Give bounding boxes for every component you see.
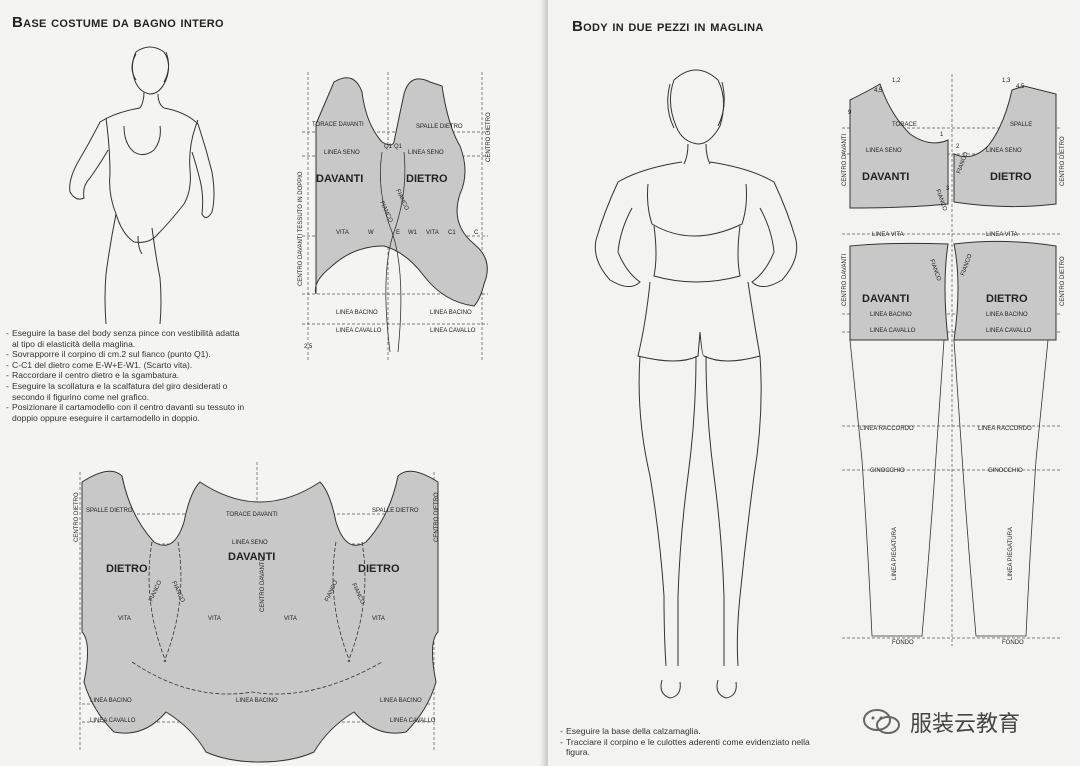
label-vita-1: VITA <box>336 230 349 236</box>
label-spalle-dietro: SPALLE DIETRO <box>416 124 463 130</box>
label-dietro: DIETRO <box>406 173 448 185</box>
label-centro-davanti-b: CENTRO DAVANTI <box>260 560 266 612</box>
label-linea-raccordo-1: LINEA RACCORDO <box>860 426 914 432</box>
swimsuit-pattern-single: TORACE DAVANTI SPALLE DIETRO LINEA SENO … <box>298 72 492 362</box>
label-r-dietro-2: DIETRO <box>986 293 1028 305</box>
label-n45b: 4,5 <box>1016 84 1025 90</box>
label-ginocchio-2: GINOCCHIO <box>988 468 1023 474</box>
label-linea-bacino-1: LINEA BACINO <box>336 310 378 316</box>
label-vita-2: VITA <box>426 230 439 236</box>
label-fondo-2: FONDO <box>1002 640 1024 646</box>
label-centro-davanti: CENTRO DAVANTI TESSUTO IN DOPPIO <box>298 171 304 286</box>
label-vita-b3: VITA <box>284 616 297 622</box>
instruction-item: Sovrapporre il corpino di cm.2 sul fianc… <box>6 349 246 360</box>
wechat-icon <box>863 709 900 734</box>
label-r-davanti-2: DAVANTI <box>862 293 909 305</box>
label-r-dietro-1: DIETRO <box>990 171 1032 183</box>
label-davanti-b: DAVANTI <box>228 551 275 563</box>
label-e: E <box>396 230 400 236</box>
left-instructions: Eseguire la base del body senza pince co… <box>6 328 246 423</box>
label-centro-dietro-b1: CENTRO DIETRO <box>74 492 80 542</box>
label-linea-bacino-b3: LINEA BACINO <box>380 698 422 704</box>
label-davanti: DAVANTI <box>316 173 363 185</box>
label-q1-a: Q1 <box>384 144 393 150</box>
label-w1: W1 <box>408 230 418 236</box>
label-torace-davanti-b: TORACE DAVANTI <box>226 512 278 518</box>
swimsuit-figure-illustration <box>69 46 215 325</box>
label-linea-cavallo-b1: LINEA CAVALLO <box>90 718 136 724</box>
left-page: Base costume da bagno intero <box>0 0 548 766</box>
label-linea-seno-1: LINEA SENO <box>324 150 360 156</box>
bodysuit-pattern: TORACE SPALLE LINEA SENO LINEA SENO DAVA… <box>842 74 1066 646</box>
right-instructions: Eseguire la base della calzamaglia. Trac… <box>560 726 830 758</box>
swimsuit-pattern-opened: SPALLE DIETRO SPALLE DIETRO TORACE DAVAN… <box>74 462 440 763</box>
label-n1: 1 <box>940 132 944 138</box>
label-spalle-dietro-2: SPALLE DIETRO <box>372 508 419 514</box>
label-r-centro-davanti-2: CENTRO DAVANTI <box>842 254 848 306</box>
label-r-linea-bacino-1: LINEA BACINO <box>870 312 912 318</box>
label-linea-bacino-b1: LINEA BACINO <box>90 698 132 704</box>
label-num-2-5: 2,5 <box>304 344 313 350</box>
instruction-item: C-C1 del dietro come E-W+E-W1. (Scarto v… <box>6 360 246 371</box>
label-centro-dietro-b2: CENTRO DIETRO <box>434 492 440 542</box>
label-n9: 9 <box>848 110 852 116</box>
label-torace: TORACE <box>892 122 917 128</box>
label-vita-b4: VITA <box>372 616 385 622</box>
instruction-item: Tracciare il corpino e le culottes adere… <box>560 737 830 758</box>
label-torace-davanti: TORACE DAVANTI <box>312 122 364 128</box>
label-linea-piegatura-2: LINEA PIEGATURA <box>1008 527 1014 580</box>
label-linea-seno-2: LINEA SENO <box>408 150 444 156</box>
label-spalle-dietro-1: SPALLE DIETRO <box>86 508 133 514</box>
label-linea-piegatura-1: LINEA PIEGATURA <box>892 527 898 580</box>
label-n12: 1,2 <box>892 78 901 84</box>
label-ginocchio-1: GINOCCHIO <box>870 468 905 474</box>
instruction-item: Eseguire la scollatura e la scalfatura d… <box>6 381 246 402</box>
left-page-title: Base costume da bagno intero <box>12 14 224 31</box>
label-dietro-b2: DIETRO <box>358 563 400 575</box>
label-c1: C1 <box>448 230 456 236</box>
label-linea-vita-2: LINEA VITA <box>986 232 1018 238</box>
label-n13: 1,3 <box>1002 78 1011 84</box>
label-r-centro-dietro-1: CENTRO DIETRO <box>1060 136 1066 186</box>
right-page: Body in due pezzi in maglina <box>548 0 1080 766</box>
label-spalle: SPALLE <box>1010 122 1032 128</box>
label-r-centro-dietro-2: CENTRO DIETRO <box>1060 256 1066 306</box>
instruction-item: Eseguire la base del body senza pince co… <box>6 328 246 349</box>
label-vita-b1: VITA <box>118 616 131 622</box>
label-vita-b2: VITA <box>208 616 221 622</box>
label-dietro-b1: DIETRO <box>106 563 148 575</box>
label-r-centro-davanti-1: CENTRO DAVANTI <box>842 134 848 186</box>
watermark-text: 服装云教育 <box>910 711 1021 736</box>
label-linea-cavallo-b2: LINEA CAVALLO <box>390 718 436 724</box>
label-r-linea-seno-2: LINEA SENO <box>986 148 1022 154</box>
label-n2: 2 <box>956 144 960 150</box>
label-q1-b: Q1 <box>394 144 403 150</box>
label-r-linea-cavallo-2: LINEA CAVALLO <box>986 328 1032 334</box>
label-r-linea-cavallo-1: LINEA CAVALLO <box>870 328 916 334</box>
label-c: C <box>474 230 479 236</box>
label-n3: 3 <box>946 186 950 192</box>
label-r-linea-seno-1: LINEA SENO <box>866 148 902 154</box>
instruction-item: Eseguire la base della calzamaglia. <box>560 726 830 737</box>
label-w: W <box>368 230 374 236</box>
label-linea-bacino-2: LINEA BACINO <box>430 310 472 316</box>
right-page-title: Body in due pezzi in maglina <box>572 18 764 35</box>
label-r-linea-bacino-2: LINEA BACINO <box>986 312 1028 318</box>
label-linea-seno-b: LINEA SENO <box>232 540 268 546</box>
label-r-davanti-1: DAVANTI <box>862 171 909 183</box>
label-linea-cavallo-2: LINEA CAVALLO <box>430 328 476 334</box>
label-linea-vita-1: LINEA VITA <box>872 232 904 238</box>
label-linea-bacino-b2: LINEA BACINO <box>236 698 278 704</box>
label-linea-cavallo-1: LINEA CAVALLO <box>336 328 382 334</box>
label-n45a: 4,5 <box>874 88 883 94</box>
instruction-item: Posizionare il cartamodello con il centr… <box>6 402 246 423</box>
label-centro-dietro: CENTRO DIETRO <box>486 112 492 162</box>
watermark: 服装云教育 <box>862 706 1020 738</box>
label-linea-raccordo-2: LINEA RACCORDO <box>978 426 1032 432</box>
instruction-item: Raccordare il centro dietro e la sgambat… <box>6 370 246 381</box>
label-fondo-1: FONDO <box>892 640 914 646</box>
bodysuit-figure-illustration <box>594 69 798 699</box>
